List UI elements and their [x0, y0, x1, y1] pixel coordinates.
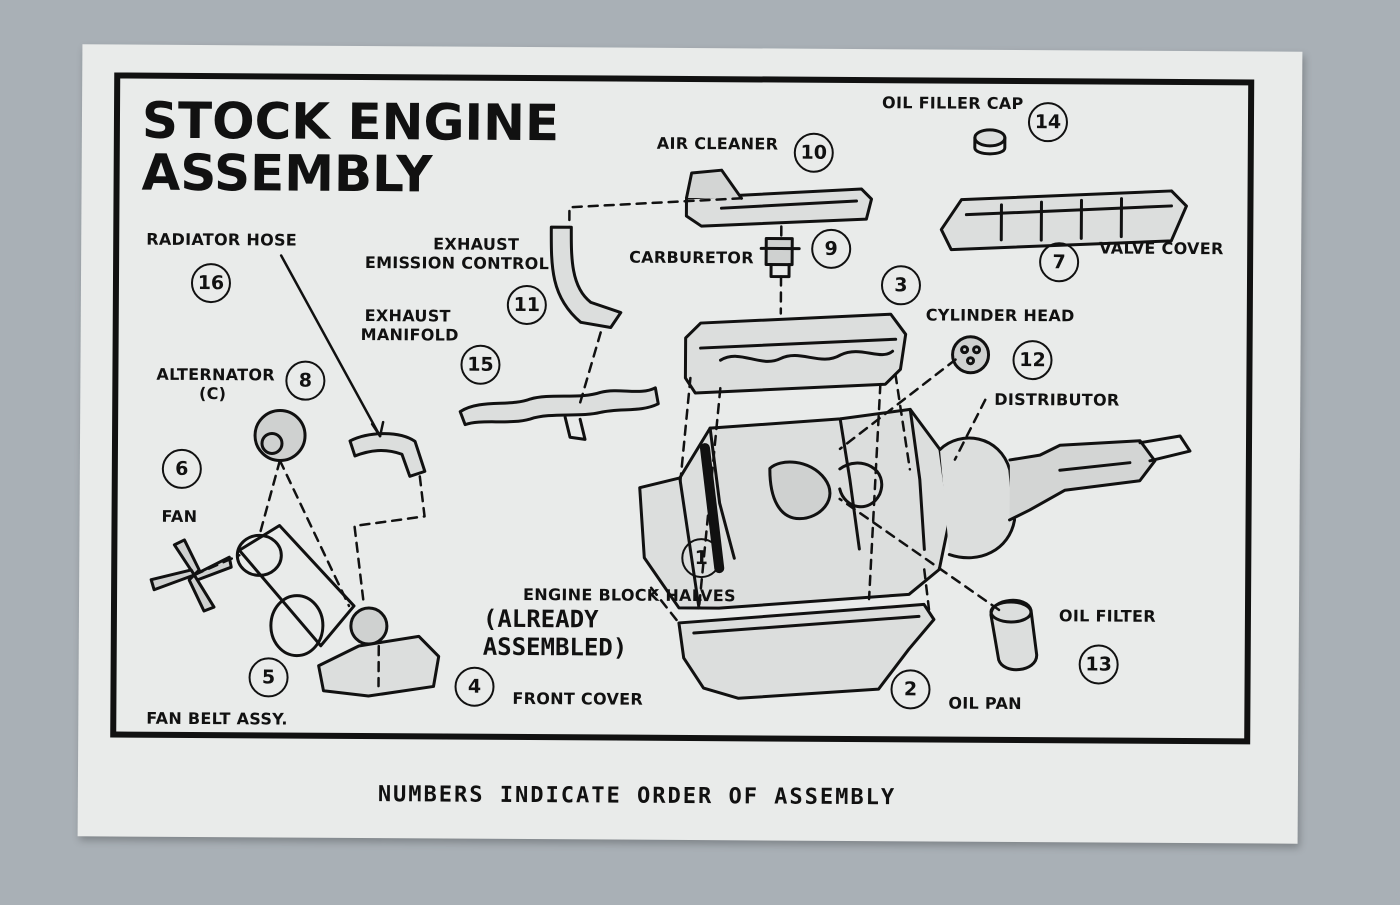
- exhaust-emission-label-line-2: EMISSION CONTROL: [364, 253, 550, 274]
- distributor-drawing: [951, 335, 991, 375]
- title-line-1: STOCK ENGINE: [141, 91, 560, 153]
- cylinder-head-drawing: [683, 312, 908, 395]
- air-cleaner-number: 10: [793, 132, 834, 173]
- exhaust-emission-number: 11: [506, 284, 547, 326]
- exhaust-manifold-label-line-1: EXHAUST: [364, 306, 451, 326]
- exhaust-emission-label: EXHAUST EMISSION CONTROL: [349, 234, 549, 273]
- alternator-label-line-1: ALTERNATOR: [156, 364, 275, 385]
- distributor-label: DISTRIBUTOR: [994, 389, 1120, 410]
- engine-block-label: ENGINE BLOCK HALVES: [523, 584, 736, 606]
- carburetor-drawing: [759, 236, 801, 279]
- oil-filter-drawing: [989, 598, 1039, 672]
- exhaust-emission-label-line-1: EXHAUST: [433, 234, 520, 254]
- alternator-drawing: [253, 408, 307, 462]
- oil-pan-label: OIL PAN: [948, 693, 1022, 714]
- oil-filter-label: OIL FILTER: [1058, 606, 1156, 626]
- fan-label: FAN: [161, 506, 198, 526]
- fan-belt-number: 5: [248, 657, 289, 698]
- front-cover-label: FRONT COVER: [512, 688, 644, 709]
- radiator-hose-number: 16: [190, 262, 232, 304]
- engine-parts-drawing: [149, 128, 1192, 700]
- already-assembled-note: (ALREADY ASSEMBLED): [483, 605, 628, 662]
- carburetor-number: 9: [811, 228, 852, 269]
- alternator-label: ALTERNATOR (C): [156, 364, 275, 404]
- instruction-sheet: STOCK ENGINE ASSEMBLY RADIATOR HOSE 16 E…: [77, 44, 1303, 844]
- transmission-drawing: [938, 434, 1192, 560]
- exhaust-manifold-number: 15: [460, 344, 501, 385]
- footer-note: NUMBERS INDICATE ORDER OF ASSEMBLY: [377, 782, 897, 811]
- exhaust-manifold-label-line-2: MANIFOLD: [360, 324, 459, 345]
- already-assembled-line-2: ASSEMBLED): [482, 632, 628, 662]
- valve-cover-drawing: [939, 189, 1188, 252]
- carburetor-label: CARBURETOR: [629, 247, 754, 268]
- exhaust-manifold-label: EXHAUST MANIFOLD: [360, 306, 459, 345]
- engine-block-drawing: [638, 407, 952, 610]
- fan-belt-drawing: [235, 523, 389, 658]
- already-assembled-line-1: (ALREADY: [482, 604, 599, 634]
- air-cleaner-label: AIR CLEANER: [656, 133, 779, 154]
- air-cleaner-drawing: [684, 168, 873, 228]
- assembly-guide-lines: [192, 197, 1001, 688]
- radiator-hose-drawing: [348, 432, 427, 478]
- front-cover-number: 4: [454, 666, 495, 707]
- diagram-title: STOCK ENGINE ASSEMBLY: [141, 91, 560, 204]
- title-line-2: ASSEMBLY: [141, 143, 433, 204]
- oil-filter-number: 13: [1078, 644, 1119, 685]
- radiator-hose-label: RADIATOR HOSE: [146, 229, 298, 250]
- radiator-hose-pointer: [279, 254, 382, 438]
- alternator-number: 8: [285, 360, 326, 401]
- fan-number: 6: [161, 448, 202, 490]
- distributor-number: 12: [1012, 339, 1053, 381]
- valve-cover-number: 7: [1038, 242, 1080, 283]
- cylinder-head-number: 3: [880, 265, 922, 306]
- cylinder-head-label: CYLINDER HEAD: [925, 305, 1075, 326]
- oil-pan-drawing: [677, 602, 936, 700]
- valve-cover-label: VALVE COVER: [1099, 238, 1224, 259]
- engine-block-number: 1: [681, 537, 722, 579]
- alternator-label-line-2: (C): [198, 384, 227, 404]
- oil-filler-cap-label: OIL FILLER CAP: [882, 93, 1024, 114]
- fan-belt-label: FAN BELT ASSY.: [146, 708, 288, 729]
- fan-drawing: [149, 538, 233, 613]
- oil-filler-cap-number: 14: [1027, 102, 1069, 143]
- exhaust-emission-hose-drawing: [549, 225, 623, 330]
- exhaust-manifold-drawing: [458, 386, 660, 441]
- oil-pan-number: 2: [890, 669, 931, 710]
- oil-filler-cap-drawing: [973, 128, 1007, 156]
